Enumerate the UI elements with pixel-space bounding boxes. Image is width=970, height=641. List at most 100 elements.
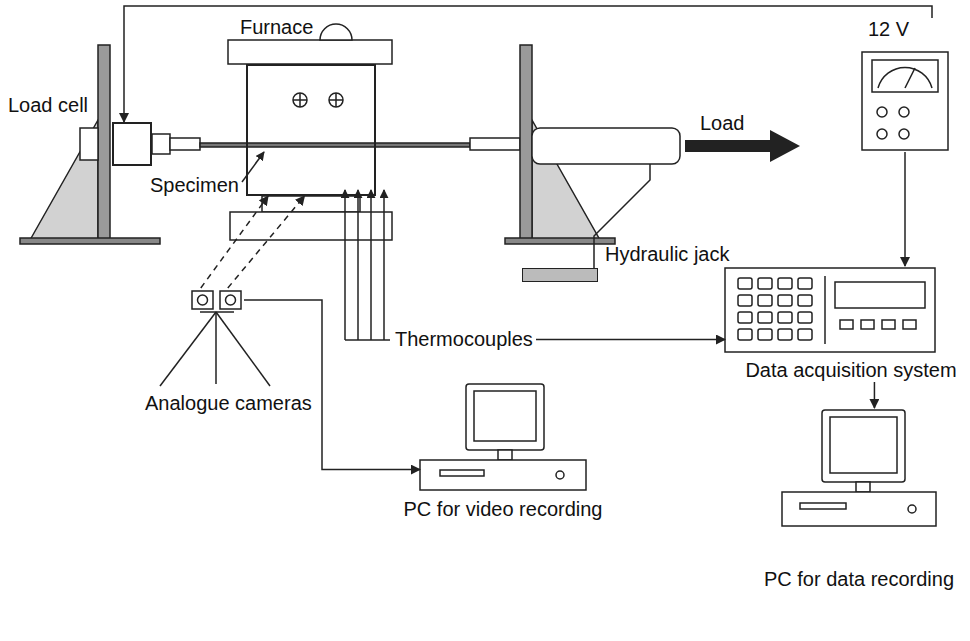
- signal-wire: [904, 152, 906, 266]
- data-logger: [758, 329, 772, 340]
- component-label: PC for data recording: [722, 568, 970, 591]
- data-pc: [800, 503, 846, 509]
- component-label: Hydraulic jack: [605, 243, 729, 266]
- data-logger: [840, 320, 853, 329]
- power-supply: [872, 60, 938, 92]
- data-logger: [725, 268, 935, 352]
- right-frame: [505, 238, 615, 244]
- video-pc: [466, 384, 544, 450]
- furnace-body: [230, 212, 392, 240]
- data-pc: [830, 417, 897, 473]
- right-frame: [520, 45, 532, 240]
- furnace-body: [228, 24, 392, 240]
- specimen-assembly: [200, 143, 470, 147]
- component-label: Thermocouples: [395, 328, 533, 351]
- power-supply: [899, 107, 909, 117]
- component-label: Data acquisition system: [725, 359, 970, 382]
- power-supply: [877, 107, 887, 117]
- left-frame: [98, 45, 110, 240]
- thermocouple-wires: [345, 339, 390, 341]
- data-logger: [778, 278, 792, 289]
- right-frame: [505, 45, 680, 244]
- data-logger: [798, 278, 812, 289]
- component-label: 12 V: [868, 18, 909, 41]
- power-supply-box: 12 V: [860, 18, 950, 152]
- load-arrow: [685, 130, 800, 162]
- left-frame: [20, 45, 160, 244]
- furnace-body: [228, 40, 392, 64]
- data-logger: [861, 320, 874, 329]
- video-pc: [420, 460, 586, 490]
- right-frame: [532, 128, 680, 164]
- camera-unit: Analogue cameras: [190, 288, 244, 312]
- data-logger: [798, 329, 812, 340]
- power-supply: [878, 67, 932, 88]
- data-logger: [758, 295, 772, 306]
- video-pc: [440, 470, 484, 476]
- left-frame: [30, 120, 98, 240]
- component-label: Furnace: [240, 16, 313, 39]
- thermocouple-wires: [383, 190, 385, 340]
- specimen-assembly: [470, 138, 520, 150]
- data-logger: [798, 295, 812, 306]
- signal-wire: [536, 339, 725, 341]
- signal-wire: [244, 300, 420, 470]
- furnace-chamber: Furnace: [246, 64, 376, 196]
- signal-wire: [874, 382, 876, 408]
- furnace-body: [293, 93, 343, 107]
- data-logger: [738, 329, 752, 340]
- component-label: PC for video recording: [360, 498, 646, 521]
- part-label: Specimen: [150, 174, 239, 197]
- specimen-assembly: [152, 134, 170, 154]
- data-logger: [835, 282, 925, 308]
- cameras: [192, 291, 213, 309]
- data-logger: [882, 320, 895, 329]
- data-acquisition-box: Data acquisition system: [725, 266, 970, 382]
- cameras: [160, 312, 216, 386]
- data-logger: [738, 312, 752, 323]
- video-pc: [498, 450, 512, 460]
- video-pc: [420, 384, 586, 490]
- video-pc-box: PC for video recording: [420, 380, 586, 492]
- power-supply: [862, 52, 948, 150]
- data-pc: [822, 410, 905, 482]
- cameras: [216, 312, 270, 386]
- specimen-assembly: [152, 134, 520, 154]
- data-pc: [908, 505, 916, 513]
- load-cell: Load cell: [112, 122, 152, 166]
- data-pc: [856, 482, 870, 492]
- cameras: [160, 291, 270, 386]
- component-label: Load cell: [8, 94, 88, 117]
- specimen-assembly: [170, 138, 200, 150]
- video-pc: [556, 471, 564, 479]
- load-arrow: [685, 130, 800, 162]
- video-pc: [474, 391, 536, 441]
- hydraulic-jack: Hydraulic jack: [522, 268, 598, 282]
- component-label: Analogue cameras: [145, 392, 312, 415]
- thermocouple-wires: [344, 190, 346, 340]
- data-pc: [782, 410, 936, 526]
- data-logger: [778, 312, 792, 323]
- furnace-body: [320, 24, 352, 40]
- cameras: [198, 295, 208, 305]
- thermocouple-label: Thermocouples: [392, 328, 536, 351]
- power-supply: [899, 129, 909, 139]
- data-logger: [824, 276, 826, 344]
- data-logger: [903, 320, 916, 329]
- data-logger: [725, 268, 935, 352]
- left-frame: [80, 128, 98, 160]
- power-supply: [862, 52, 948, 150]
- data-logger: [758, 278, 772, 289]
- data-logger: [778, 329, 792, 340]
- data-logger: [778, 295, 792, 306]
- data-pc: [782, 492, 936, 526]
- load-label: Load: [700, 112, 745, 135]
- power-supply: [905, 68, 915, 88]
- power-supply: [877, 129, 887, 139]
- data-logger: [738, 295, 752, 306]
- data-logger: [758, 312, 772, 323]
- camera-sight-line: [228, 196, 305, 288]
- cameras: [220, 291, 241, 309]
